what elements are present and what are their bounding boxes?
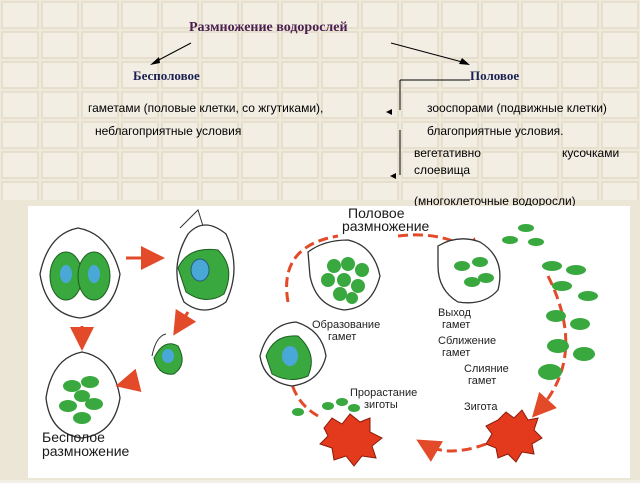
sexual-line-1: зооспорами (подвижные клетки) [427,101,607,115]
germinating-zygote [292,398,383,467]
heading-arrows [150,42,470,179]
sexual-label-2: размножение [342,218,430,234]
stage-label-8: гамет [468,375,496,387]
stage-label-5: Сближение [438,335,496,347]
stage-label-2: гамет [328,331,356,343]
zoospore-cell [151,333,183,375]
asexual-line-2: неблагоприятные условия [95,124,242,138]
gamete-release-cell [437,224,544,304]
stage-label-4: гамет [442,319,470,331]
sexual-line-4: кусочками [562,146,620,160]
sexual-label-1: Половое [348,206,405,221]
free-gametes [538,261,598,380]
stage-label-10: Прорастание [350,387,417,399]
sexual-heading: Половое [470,68,520,83]
stage-label-3: Выход [438,307,471,319]
sexual-line-2: благоприятные условия. [427,124,564,138]
slide-title: Размножение водорослей [189,20,348,35]
dividing-cell [39,227,121,319]
stage-label-6: гамет [442,347,470,359]
stage-label-9: Зигота [464,401,498,413]
gamete-forming-cell [307,239,381,311]
stage-label-7: Слияние [464,363,509,375]
asexual-cycle: Бесполое размножение [39,209,235,459]
asexual-label-1: Бесполое [42,429,105,445]
sexual-line-6: (многоклеточные водоросли) [414,194,576,208]
young-cell [259,321,327,387]
mature-cell [176,209,235,311]
stage-label-1: Образование [312,319,380,331]
stage-label-11: зиготы [364,399,398,411]
zoospore-forming-cell [45,351,121,439]
sexual-line-5: слоевища [414,163,471,177]
life-cycle-diagram: Бесполое размножение Половое размножение… [28,205,630,478]
zygote [485,409,543,463]
asexual-label-2: размножение [42,443,130,459]
sexual-line-3: вегетативно [414,146,481,160]
asexual-line-1: гаметами (половые клетки, со жгутиками), [88,101,324,115]
sexual-cycle: Половое размножение Образование гамет Вы… [259,205,598,467]
asexual-heading: Бесполовое [133,68,200,83]
